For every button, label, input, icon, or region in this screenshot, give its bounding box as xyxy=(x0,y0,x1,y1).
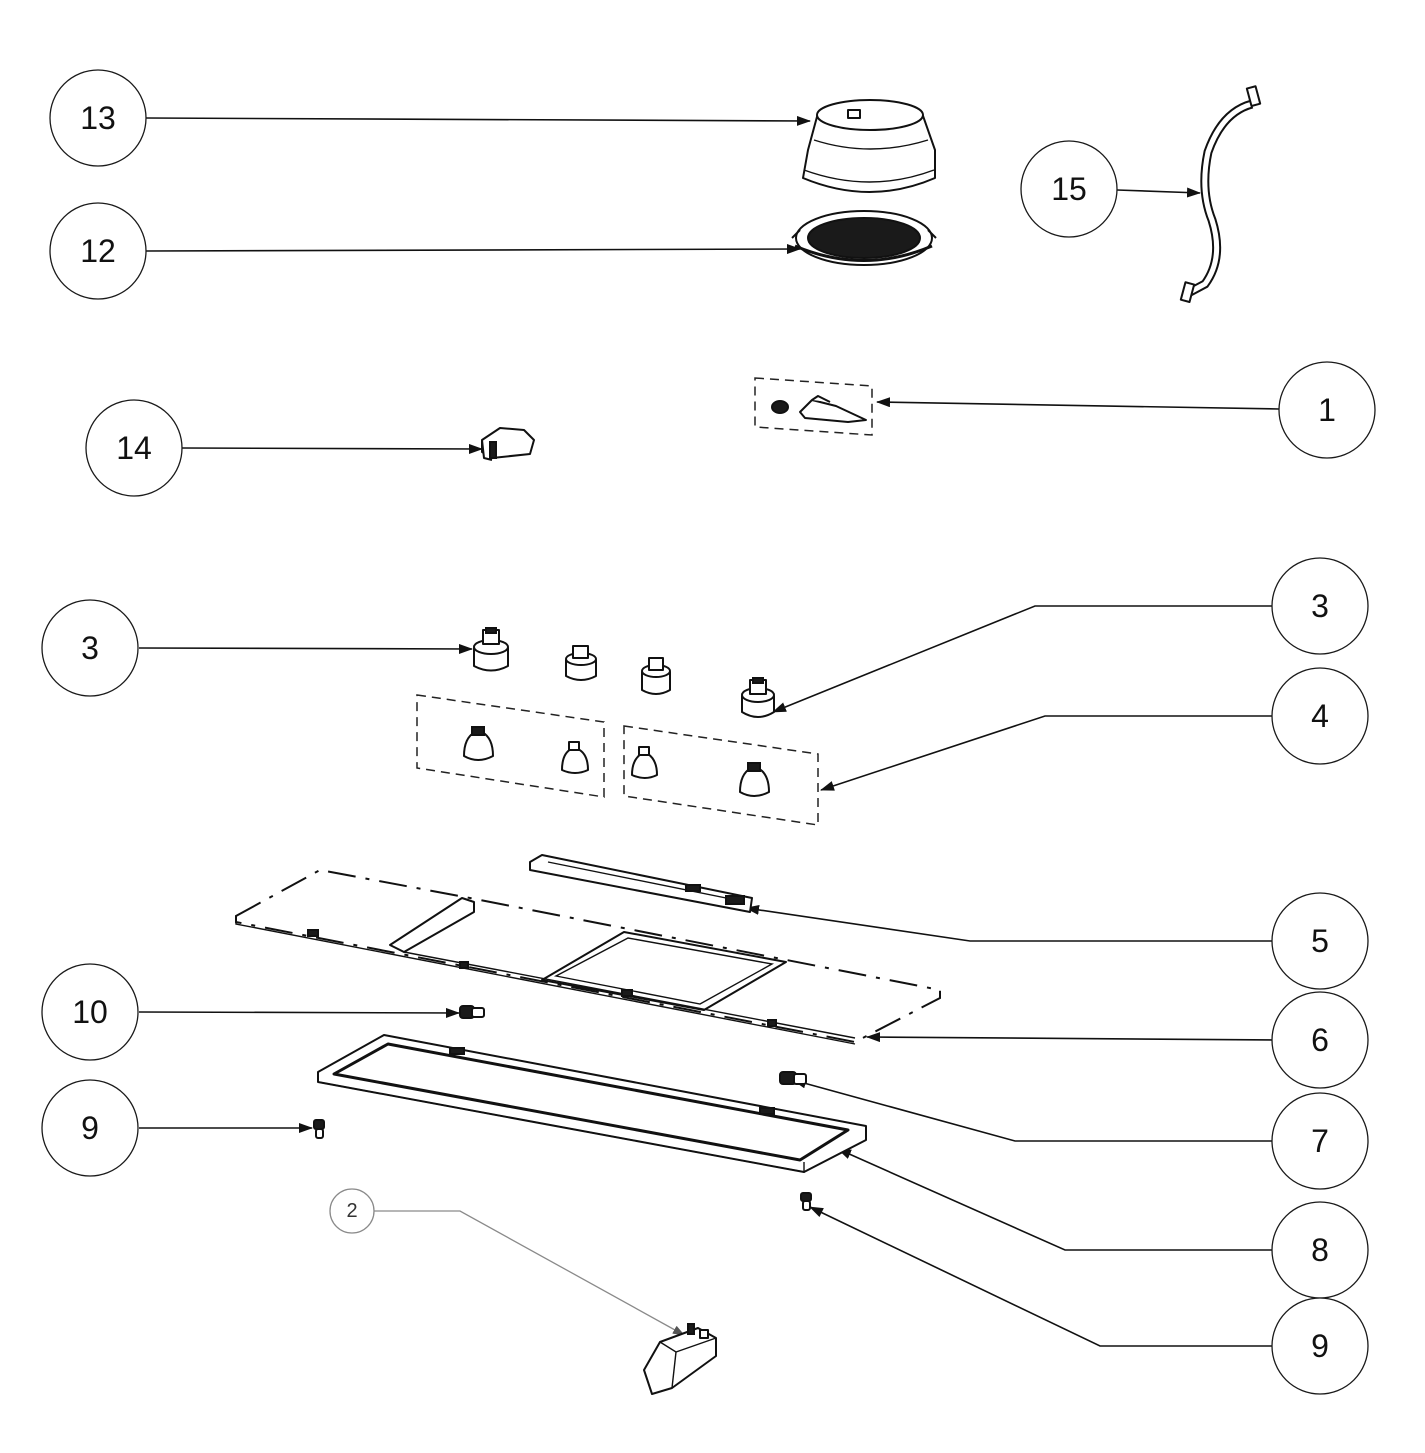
callout-7: 7 xyxy=(1271,1092,1369,1190)
leader-13 xyxy=(145,115,811,126)
small-screw-icon xyxy=(313,1119,812,1211)
leader-10 xyxy=(138,1007,460,1018)
callout-13: 13 xyxy=(49,69,147,167)
callout-label-5: 5 xyxy=(1311,923,1329,959)
bottom-panel-icon xyxy=(235,868,941,1045)
callout-label-7: 7 xyxy=(1311,1123,1329,1159)
leader-lines xyxy=(138,115,1280,1347)
halogen-bulb-3 xyxy=(631,746,658,779)
callouts: 13 12 15 1 14 3 3 4 xyxy=(41,69,1376,1395)
screw-7 xyxy=(779,1071,807,1085)
leader-3b xyxy=(772,605,1273,713)
callout-label-1: 1 xyxy=(1318,392,1336,428)
transformer-icon xyxy=(643,1323,717,1395)
callout-12: 12 xyxy=(49,202,147,300)
small-screw-9a xyxy=(313,1119,325,1139)
leader-8 xyxy=(837,1148,1273,1251)
callout-label-2: 2 xyxy=(346,1200,357,1222)
callout-label-15: 15 xyxy=(1051,171,1087,207)
light-socket-icon xyxy=(481,427,535,461)
bracket-rail-icon xyxy=(529,854,753,913)
leader-14 xyxy=(181,443,483,454)
filter-frame-icon xyxy=(317,1034,867,1173)
light-cap-4 xyxy=(741,677,775,718)
light-cap-3 xyxy=(641,657,671,695)
callout-label-9-right: 9 xyxy=(1311,1328,1329,1364)
halogen-bulb-4 xyxy=(739,762,770,797)
leader-6 xyxy=(866,1032,1274,1043)
leader-7 xyxy=(792,1078,1273,1142)
leader-12 xyxy=(145,244,801,255)
screw-icon xyxy=(459,1005,807,1085)
leader-5 xyxy=(745,904,1273,942)
callout-4: 4 xyxy=(1271,667,1369,765)
callout-label-3-right: 3 xyxy=(1311,588,1329,624)
callout-label-6: 6 xyxy=(1311,1022,1329,1058)
callout-2: 2 xyxy=(329,1188,375,1234)
callout-6: 6 xyxy=(1271,991,1369,1089)
leader-4 xyxy=(820,715,1273,791)
callout-3-right: 3 xyxy=(1271,557,1369,655)
callout-10: 10 xyxy=(41,963,139,1061)
small-screw-9b xyxy=(800,1192,812,1211)
callout-9-right: 9 xyxy=(1271,1297,1369,1395)
light-cap-1 xyxy=(473,627,509,672)
halogen-bulb-2 xyxy=(561,741,589,774)
callout-label-10: 10 xyxy=(72,994,108,1030)
callout-label-13: 13 xyxy=(80,100,116,136)
callout-1: 1 xyxy=(1278,361,1376,459)
leader-1 xyxy=(876,397,1280,410)
callout-label-8: 8 xyxy=(1311,1232,1329,1268)
light-cap-2 xyxy=(565,645,597,681)
callout-label-4: 4 xyxy=(1311,698,1329,734)
charcoal-filter-icon xyxy=(791,210,937,266)
callout-15: 15 xyxy=(1020,140,1118,238)
callout-8: 8 xyxy=(1271,1201,1369,1299)
callout-9-left: 9 xyxy=(41,1079,139,1177)
callout-14: 14 xyxy=(85,399,183,497)
halogen-bulb-1 xyxy=(463,726,494,761)
callout-label-14: 14 xyxy=(116,430,152,466)
duct-collar-icon xyxy=(802,99,936,193)
wire-harness-icon xyxy=(1179,85,1262,303)
leader-9b xyxy=(809,1206,1273,1347)
halogen-bulb-icon xyxy=(416,694,819,826)
callout-label-12: 12 xyxy=(80,233,116,269)
leader-15 xyxy=(1116,187,1201,198)
switch-knob-icon xyxy=(754,377,873,436)
leader-3a xyxy=(138,643,473,654)
callout-label-3-left: 3 xyxy=(81,630,99,666)
light-cap-icon xyxy=(473,627,775,718)
callout-3-left: 3 xyxy=(41,599,139,697)
callout-label-9-left: 9 xyxy=(81,1110,99,1146)
leader-2 xyxy=(374,1210,685,1336)
screw-10 xyxy=(459,1005,485,1019)
callout-5: 5 xyxy=(1271,892,1369,990)
